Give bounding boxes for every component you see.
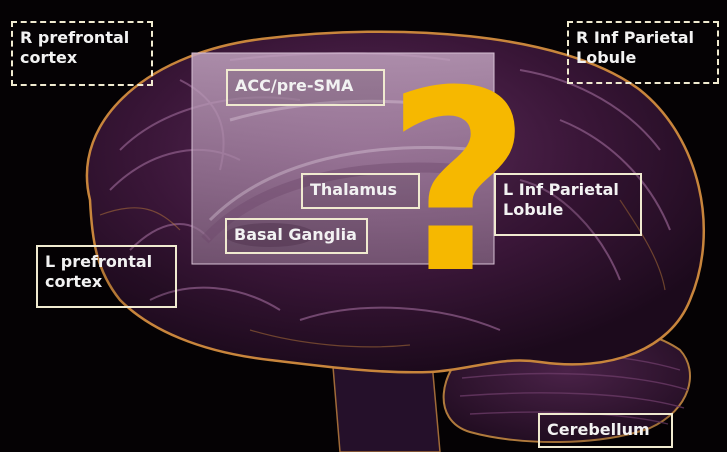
label-l-prefrontal-line2: cortex bbox=[45, 272, 103, 291]
label-l-prefrontal-line1: L prefrontal bbox=[45, 252, 153, 271]
label-r-prefrontal-cortex: R prefrontal cortex bbox=[11, 21, 153, 86]
label-acc-pre-sma: ACC/pre-SMA bbox=[226, 69, 385, 106]
label-cerebellum: Cerebellum bbox=[538, 413, 673, 448]
label-r-inf-parietal-line2: Lobule bbox=[576, 48, 637, 67]
label-l-inf-parietal-lobule: L Inf Parietal Lobule bbox=[494, 173, 642, 236]
label-thalamus: Thalamus bbox=[301, 173, 420, 209]
label-r-prefrontal-line1: R prefrontal bbox=[20, 28, 130, 47]
label-cerebellum-text: Cerebellum bbox=[547, 420, 650, 439]
question-mark-symbol: ? bbox=[386, 37, 532, 328]
label-r-inf-parietal-line1: R Inf Parietal bbox=[576, 28, 695, 47]
label-basal-ganglia: Basal Ganglia bbox=[225, 218, 368, 254]
label-r-inf-parietal-lobule: R Inf Parietal Lobule bbox=[567, 21, 719, 84]
label-basal-ganglia-text: Basal Ganglia bbox=[234, 225, 357, 244]
label-l-inf-parietal-line2: Lobule bbox=[503, 200, 564, 219]
label-thalamus-text: Thalamus bbox=[310, 180, 397, 199]
label-acc-pre-sma-text: ACC/pre-SMA bbox=[235, 76, 354, 95]
label-r-prefrontal-line2: cortex bbox=[20, 48, 78, 67]
label-l-inf-parietal-line1: L Inf Parietal bbox=[503, 180, 619, 199]
label-l-prefrontal-cortex: L prefrontal cortex bbox=[36, 245, 177, 308]
